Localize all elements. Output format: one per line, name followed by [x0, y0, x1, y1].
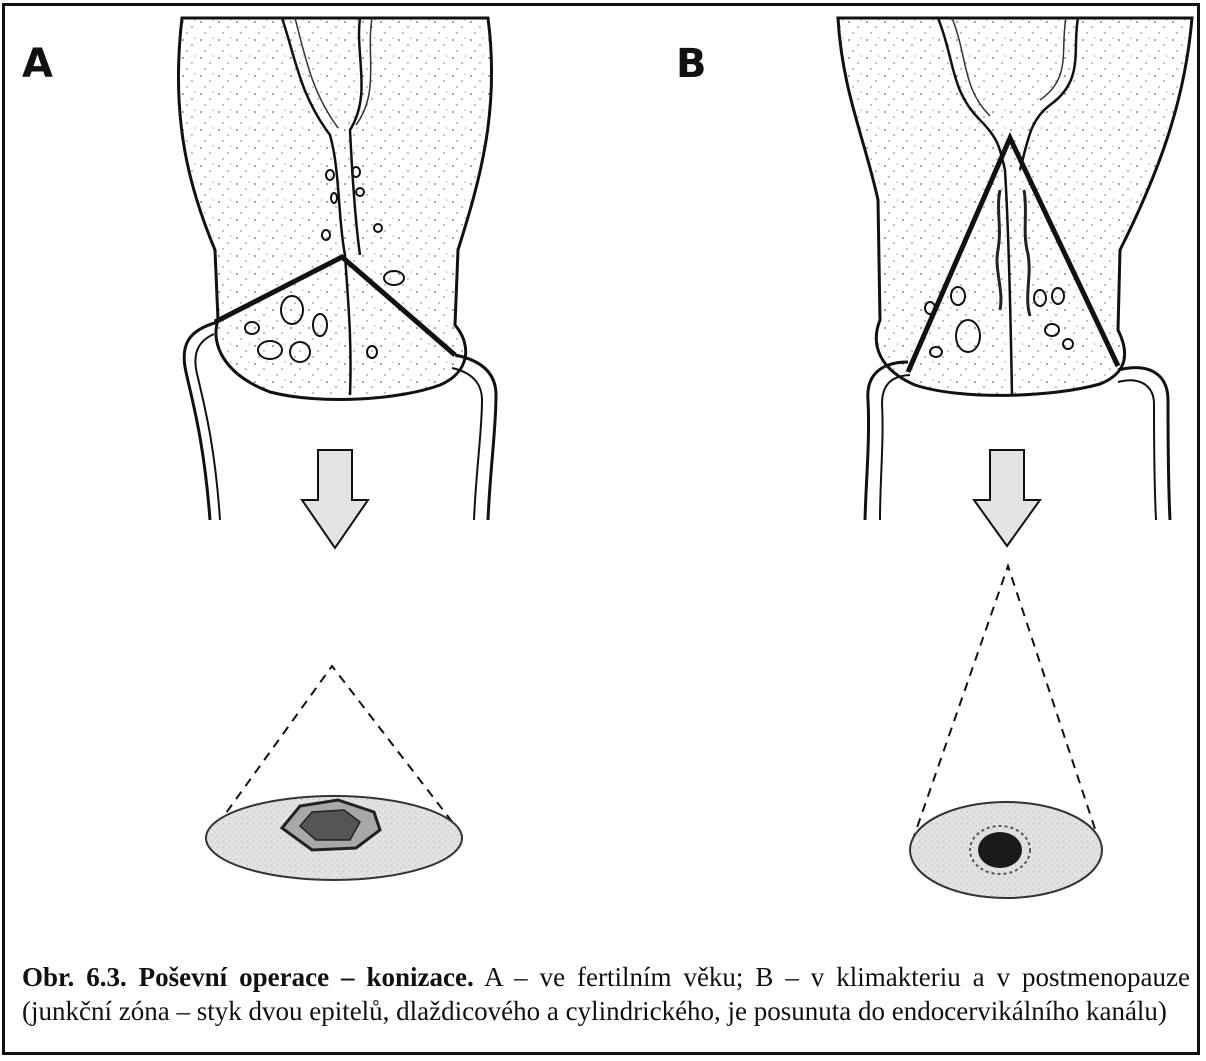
- panel-a-down-arrow: [302, 450, 368, 548]
- figure-caption: Obr. 6.3. Poševní operace – konizace. A …: [22, 960, 1190, 1028]
- panel-b-down-arrow: [974, 450, 1040, 546]
- panel-a-vaginal-wall-right-inner: [452, 368, 482, 520]
- panel-b-label: B: [676, 44, 707, 84]
- panel-b-cervix-diagram: [838, 18, 1192, 898]
- panel-a-cervix-diagram: [178, 18, 496, 880]
- panel-b-vaginal-wall-right-inner: [1118, 380, 1156, 520]
- panel-a-cervix-outline: [178, 18, 491, 399]
- panel-a-vaginal-wall-left: [184, 322, 218, 520]
- panel-b-lesion-area: [978, 832, 1022, 868]
- panel-a-label: A: [22, 44, 53, 84]
- caption-title: Obr. 6.3. Poševní operace – konizace.: [22, 962, 474, 992]
- panel-b-vaginal-wall-left-inner: [880, 375, 910, 520]
- panel-b-cervix-outline: [838, 18, 1192, 395]
- panel-b-vaginal-wall-right: [1118, 368, 1170, 520]
- panel-b-excised-cone-outline: [912, 566, 1098, 842]
